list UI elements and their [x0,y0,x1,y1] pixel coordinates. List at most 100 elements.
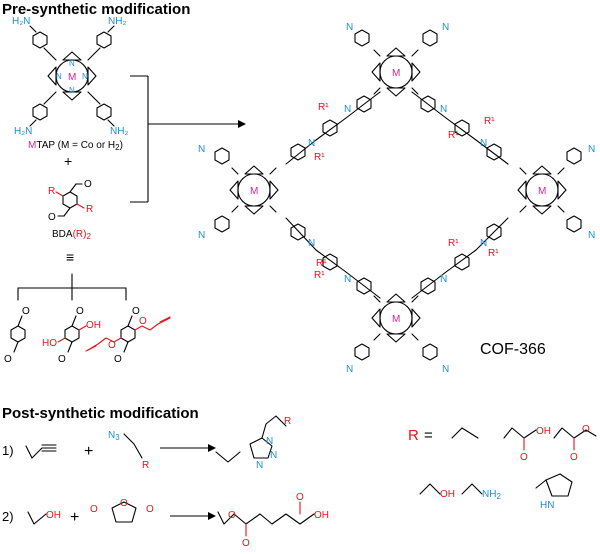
variant-propargyl-o-bottom: O [114,354,122,365]
triazole-n2: N [270,450,277,461]
imine-n-1: N [344,104,351,115]
post-synthetic-heading: Post-synthetic modification [2,405,199,422]
bda-variant-hydroxy: O OH HO O [42,306,101,365]
stub-n-1: N [346,22,353,33]
mtap-n-left: N [56,72,62,81]
succinic-anhydride: O O O [90,498,154,523]
step-2-label: 2) [2,509,14,524]
variant-bracket [17,273,127,301]
imine-n-2: N [440,104,447,115]
plus-sign-top: + [64,153,72,169]
stub-n-5: N [198,144,205,155]
r1-label-1: R¹ [318,102,329,113]
ester-acid-product: O O O OH [217,492,329,549]
triazole-n1: N [266,436,273,447]
mtap-n-bottom: N [69,86,75,95]
imine-n-4: N [480,138,487,149]
bda-o-top: O [84,179,92,190]
node-right-metal: M [538,186,546,197]
imine-n-6: N [440,274,447,285]
stub-n-7: N [588,144,595,155]
imine-n-3: N [308,138,315,149]
product-o-carbonyl1: O [242,538,250,549]
legend-ester-o2: O [570,452,578,463]
legend-pyrrolidine-hn: HN [540,500,554,511]
hydroxyl-oh: OH [46,510,61,521]
r-legend: R = OH O O O OH NH2 HN [408,424,597,511]
imine-n-5: N [344,274,351,285]
anhydride-o-ring: O [120,498,128,509]
variant-propargyl-o-l: O [108,340,116,351]
variant-plain-o-top: O [22,306,30,317]
amine-top-left: H₂N [12,16,30,27]
bda-variant-plain: O O [4,306,30,365]
amine-top-right: NH₂ [108,16,126,27]
stub-n-3: N [346,364,353,375]
variant-hydroxy-oh: OH [86,320,101,331]
r-equals-r: R [408,427,419,444]
r1-label-8: R¹ [314,270,325,281]
stub-n-2: N [442,22,449,33]
variant-hydroxy-o-top: O [76,306,84,317]
legend-amine-nh2: NH2 [482,489,501,501]
r1-label-5: R¹ [448,238,459,249]
stub-n-4: N [442,364,449,375]
r-equals-sign: = [424,427,433,444]
mtap-molecule: H₂N NH₂ H₂N NH₂ M N N N N [12,16,128,137]
synthesis-arrow [130,75,246,203]
variant-hydroxy-ho: HO [42,338,57,349]
azide-reactant: N3 R [108,430,149,471]
mtap-label: MTAP (M = Co or H2) [28,140,123,152]
step-1-label: 1) [2,443,14,458]
plus-sign-step1: + [84,443,93,460]
step2-arrowhead [208,512,216,520]
r1-label-3: R¹ [484,116,495,127]
mtap-n-top: N [69,59,75,68]
variant-hydroxy-o-bottom: O [58,354,66,365]
azide-label: N3 [108,430,120,442]
anhydride-o-right: O [146,504,154,515]
mtap-center-metal: M [68,72,76,83]
bda-r-left: R [48,186,55,197]
bda-r-right: R [86,204,93,215]
r1-label-6: R¹ [488,248,499,259]
node-left-metal: M [250,186,258,197]
legend-acid-oh: OH [536,426,551,437]
pre-synthetic-heading: Pre-synthetic modification [2,1,190,18]
node-top-metal: M [392,68,400,79]
alkyne-reactant [25,444,57,459]
node-bottom-metal: M [392,314,400,325]
hydroxyl-reactant: OH [27,510,61,525]
step1-arrowhead [208,444,216,452]
imine-n-8: N [480,238,487,249]
legend-hydroxy-oh: OH [440,489,455,500]
bda-o-bottom: O [48,212,56,223]
r1-label-7: R¹ [316,258,327,269]
product-o-carbonyl2: O [296,492,304,503]
stub-n-6: N [198,230,205,241]
triazole-product: R N N N [215,415,291,471]
bda-variant-propargyl: O O O O [85,306,171,365]
legend-ester-o: O [582,424,590,435]
stub-n-8: N [588,230,595,241]
cof-label: COF-366 [480,341,546,358]
amine-bottom-left: H₂N [14,126,32,137]
legend-acid-o: O [520,452,528,463]
anhydride-o-left: O [90,504,98,515]
product-o-ester: O [228,510,236,521]
variant-plain-o-bottom: O [4,354,12,365]
variant-propargyl-o-r: O [139,316,147,327]
cof-network: M M M M N N N N N N N N N N N N N [198,22,595,375]
triazole-r: R [284,416,291,427]
triazole-n3: N [256,460,263,471]
r1-label-2: R¹ [314,152,325,163]
bda-label: BDA(R)2 [52,229,91,241]
equivalence-sign: ≡ [66,249,74,265]
variant-propargyl-o-top: O [132,306,140,317]
amine-bottom-right: NH₂ [110,126,128,137]
plus-sign-step2: + [70,509,79,526]
bda-molecule: O O R R [48,179,93,223]
imine-n-7: N [308,238,315,249]
product-oh: OH [314,510,329,521]
